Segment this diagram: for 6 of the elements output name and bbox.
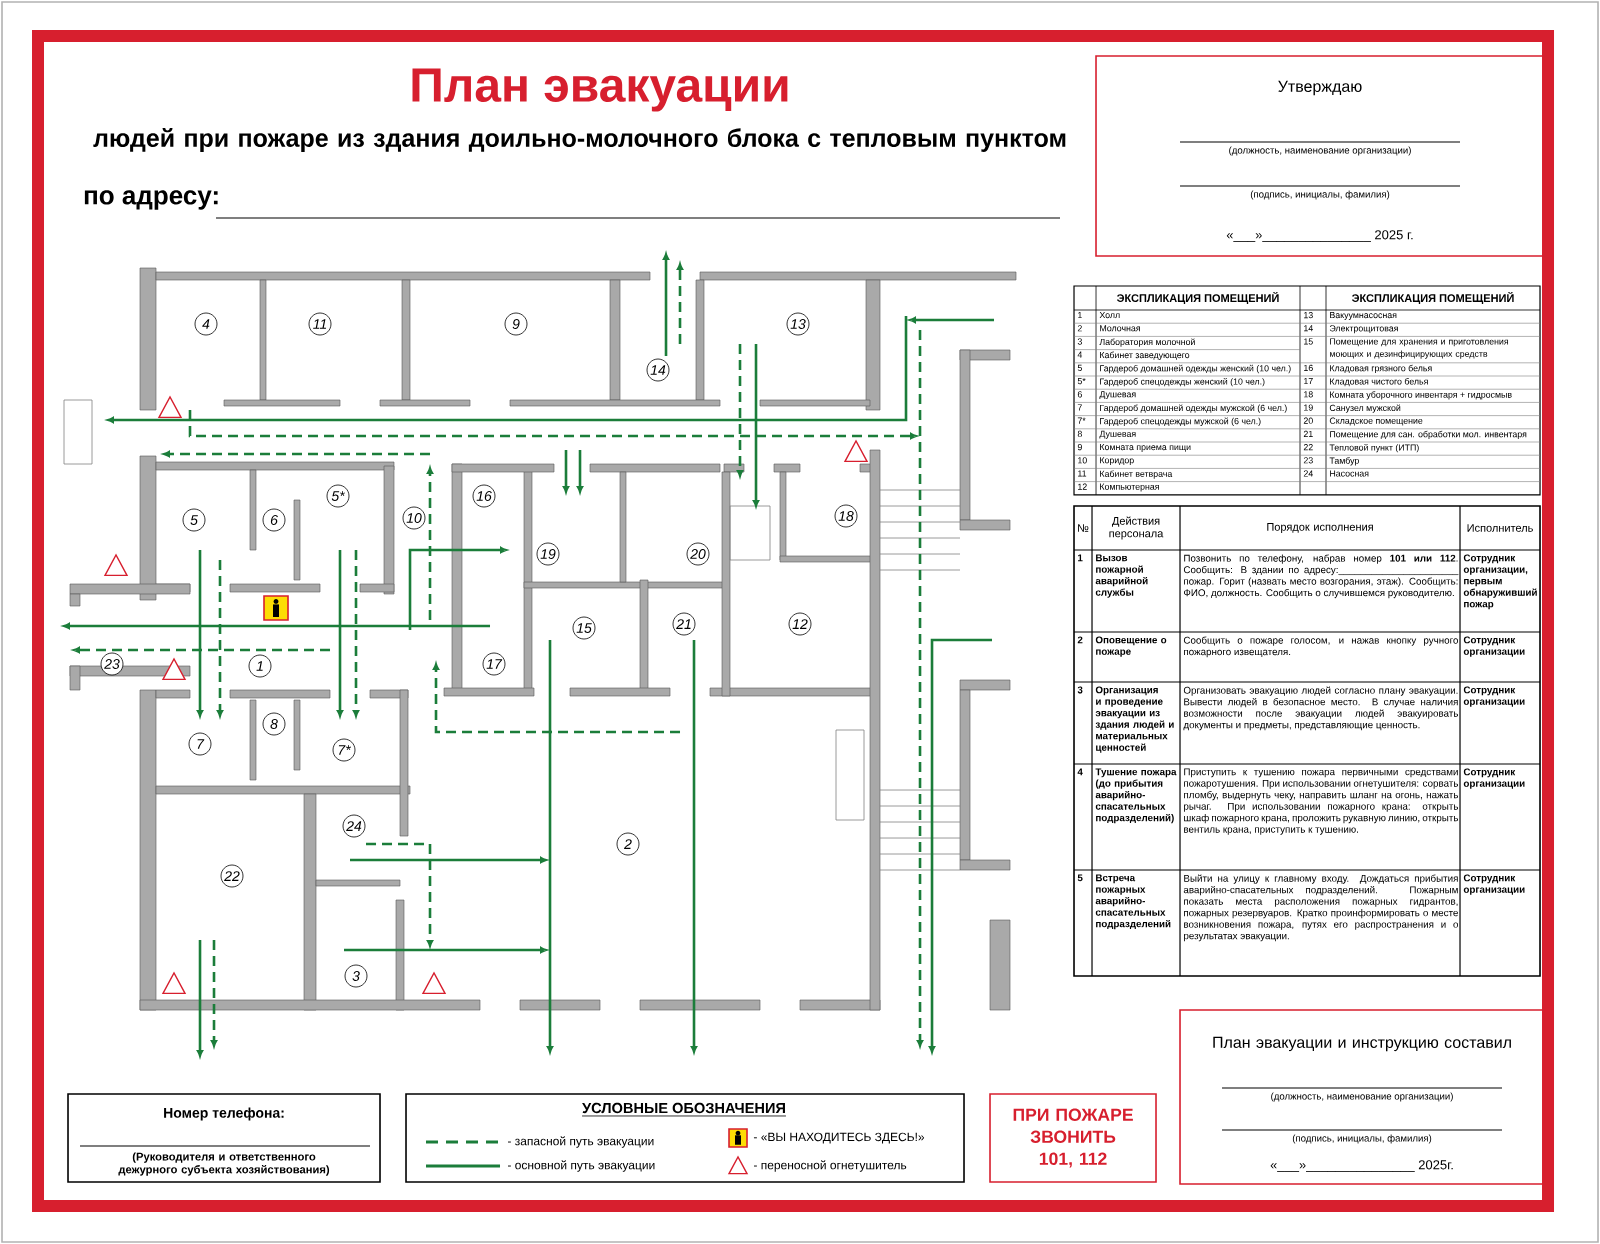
subtitle: людей при пожаре из здания доильно-молочного блока с тепловым пунктом <box>93 128 1066 152</box>
heading: Утверждаю <box>1278 80 1362 96</box>
heading: ПРИ ПОЖАРЕ ЗВОНИТЬ 101, 112 <box>1013 1108 1133 1168</box>
title: План эвакуации <box>412 68 788 112</box>
address-label: по адресу: <box>84 190 218 210</box>
heading: План эвакуации и инструкцию составил <box>1213 1036 1511 1052</box>
